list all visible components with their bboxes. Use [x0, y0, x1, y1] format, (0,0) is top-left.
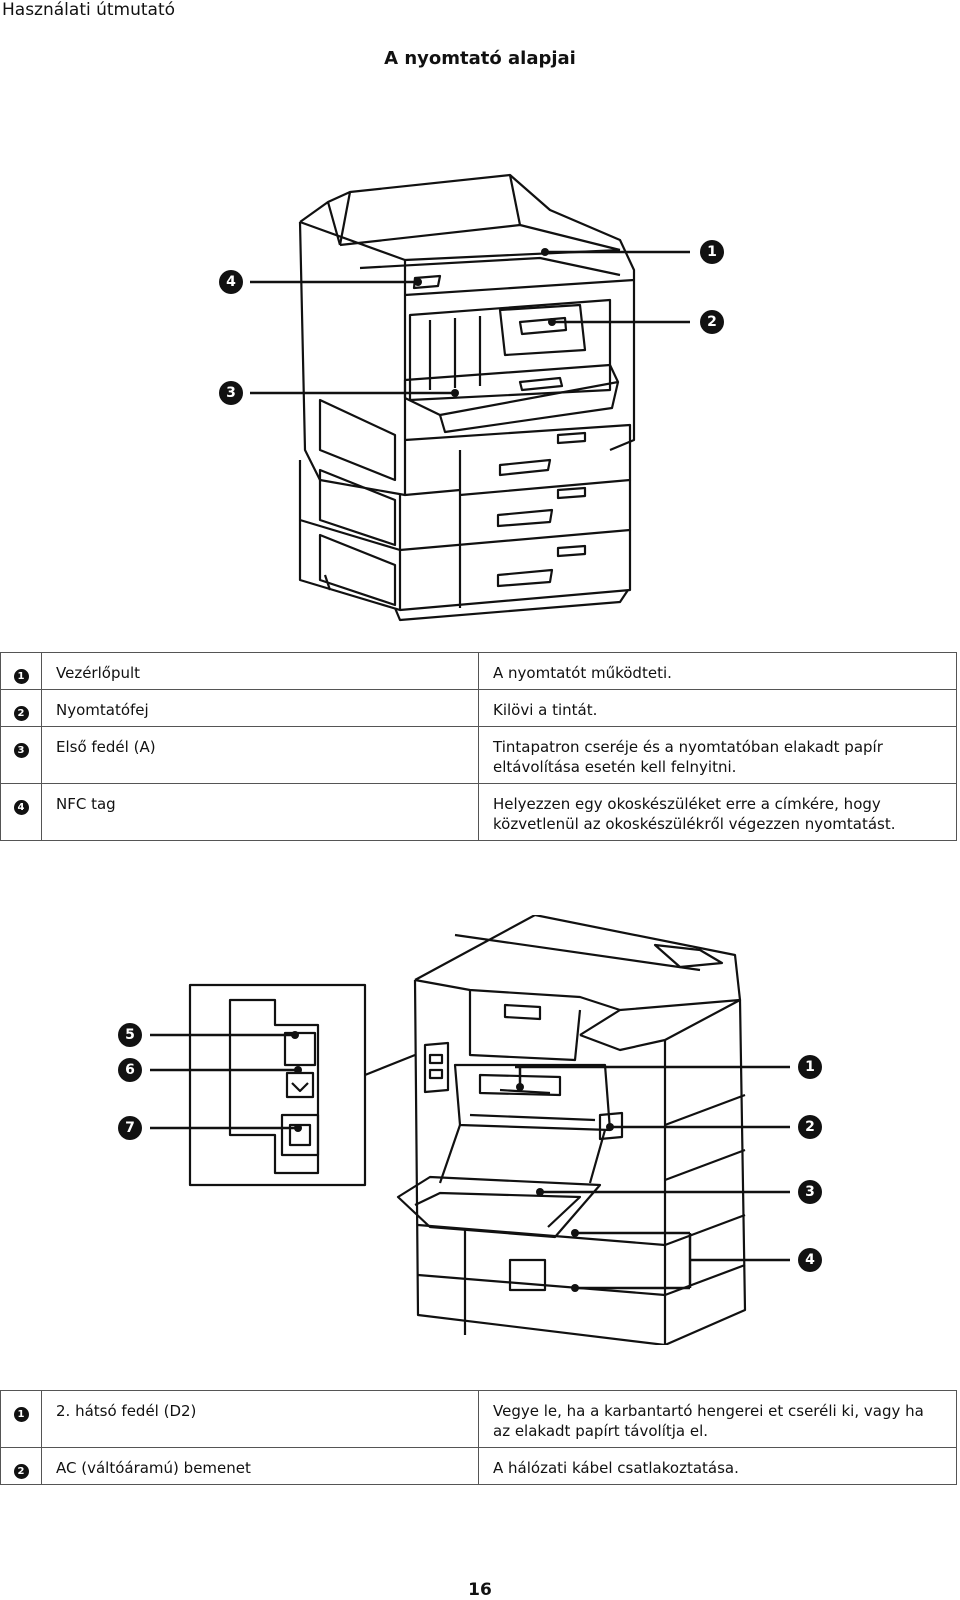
callout-2-front: 2	[700, 310, 724, 334]
printer-rear-illustration: 5 6 7 1 2 3 4	[118, 915, 822, 1345]
part-description: A hálózati kábel csatlakoztatása.	[478, 1447, 957, 1485]
printer-front-illustration: 1 2 3 4	[219, 173, 724, 622]
part-description: Tintapatron cseréje és a nyomtatóban ela…	[478, 726, 957, 784]
row-number-badge: 4	[13, 800, 29, 815]
table-row: 2 AC (váltóáramú) bemenet A hálózati káb…	[0, 1447, 957, 1485]
row-number-badge: 1	[13, 1407, 29, 1422]
callout-1-front: 1	[700, 240, 724, 264]
svg-text:4: 4	[805, 1252, 815, 1268]
svg-text:2: 2	[707, 314, 717, 330]
printer-front-drawing	[298, 173, 636, 622]
svg-text:7: 7	[125, 1120, 135, 1136]
callout-4-rear: 4	[798, 1248, 822, 1272]
callout-6-rear: 6	[118, 1058, 142, 1082]
callout-1-rear: 1	[798, 1055, 822, 1079]
part-name: AC (váltóáramú) bemenet	[41, 1447, 479, 1485]
row-number-badge: 3	[13, 743, 29, 758]
callout-7-rear: 7	[118, 1116, 142, 1140]
printer-front-figure: 1 2 3 4	[0, 150, 960, 630]
svg-text:3: 3	[226, 385, 236, 401]
leader-lines-front	[250, 250, 690, 395]
svg-text:4: 4	[226, 274, 236, 290]
svg-text:1: 1	[805, 1059, 815, 1075]
callout-4-front: 4	[219, 270, 243, 294]
printer-rear-figure: 5 6 7 1 2 3 4	[0, 915, 960, 1345]
svg-text:3: 3	[805, 1184, 815, 1200]
table-row: 2 Nyomtatófej Kilövi a tintát.	[0, 689, 957, 727]
svg-text:5: 5	[125, 1027, 135, 1043]
callout-3-front: 3	[219, 381, 243, 405]
row-number-badge: 1	[13, 669, 29, 684]
callout-2-rear: 2	[798, 1115, 822, 1139]
running-header: Használati útmutató	[2, 0, 176, 20]
part-name: Vezérlőpult	[41, 652, 479, 690]
page-number: 16	[468, 1580, 492, 1600]
callout-5-rear: 5	[118, 1023, 142, 1047]
svg-text:2: 2	[805, 1119, 815, 1135]
row-number-badge: 2	[13, 706, 29, 721]
leader-dots-rear	[291, 1031, 614, 1292]
svg-text:1: 1	[707, 244, 717, 260]
part-name: Első fedél (A)	[41, 726, 479, 784]
table-row: 1 2. hátsó fedél (D2) Vegye le, ha a kar…	[0, 1390, 957, 1448]
part-name: NFC tag	[41, 783, 479, 841]
front-parts-table: 1 Vezérlőpult A nyomtatót működteti. 2 N…	[0, 652, 957, 841]
printer-rear-drawing	[188, 915, 747, 1345]
svg-text:6: 6	[125, 1062, 135, 1078]
leader-lines-rear	[150, 1033, 790, 1290]
rear-parts-table: 1 2. hátsó fedél (D2) Vegye le, ha a kar…	[0, 1390, 957, 1485]
part-name: 2. hátsó fedél (D2)	[41, 1390, 479, 1448]
part-name: Nyomtatófej	[41, 689, 479, 727]
part-description: A nyomtatót működteti.	[478, 652, 957, 690]
part-description: Helyezzen egy okoskészüléket erre a címk…	[478, 783, 957, 841]
table-row: 3 Első fedél (A) Tintapatron cseréje és …	[0, 726, 957, 784]
table-row: 1 Vezérlőpult A nyomtatót működteti.	[0, 652, 957, 690]
row-number-badge: 2	[13, 1464, 29, 1479]
callout-3-rear: 3	[798, 1180, 822, 1204]
part-description: Kilövi a tintát.	[478, 689, 957, 727]
section-title: A nyomtató alapjai	[384, 48, 576, 69]
part-description: Vegye le, ha a karbantartó hengerei et c…	[478, 1390, 957, 1448]
leader-dots-front	[414, 248, 556, 397]
table-row: 4 NFC tag Helyezzen egy okoskészüléket e…	[0, 783, 957, 841]
